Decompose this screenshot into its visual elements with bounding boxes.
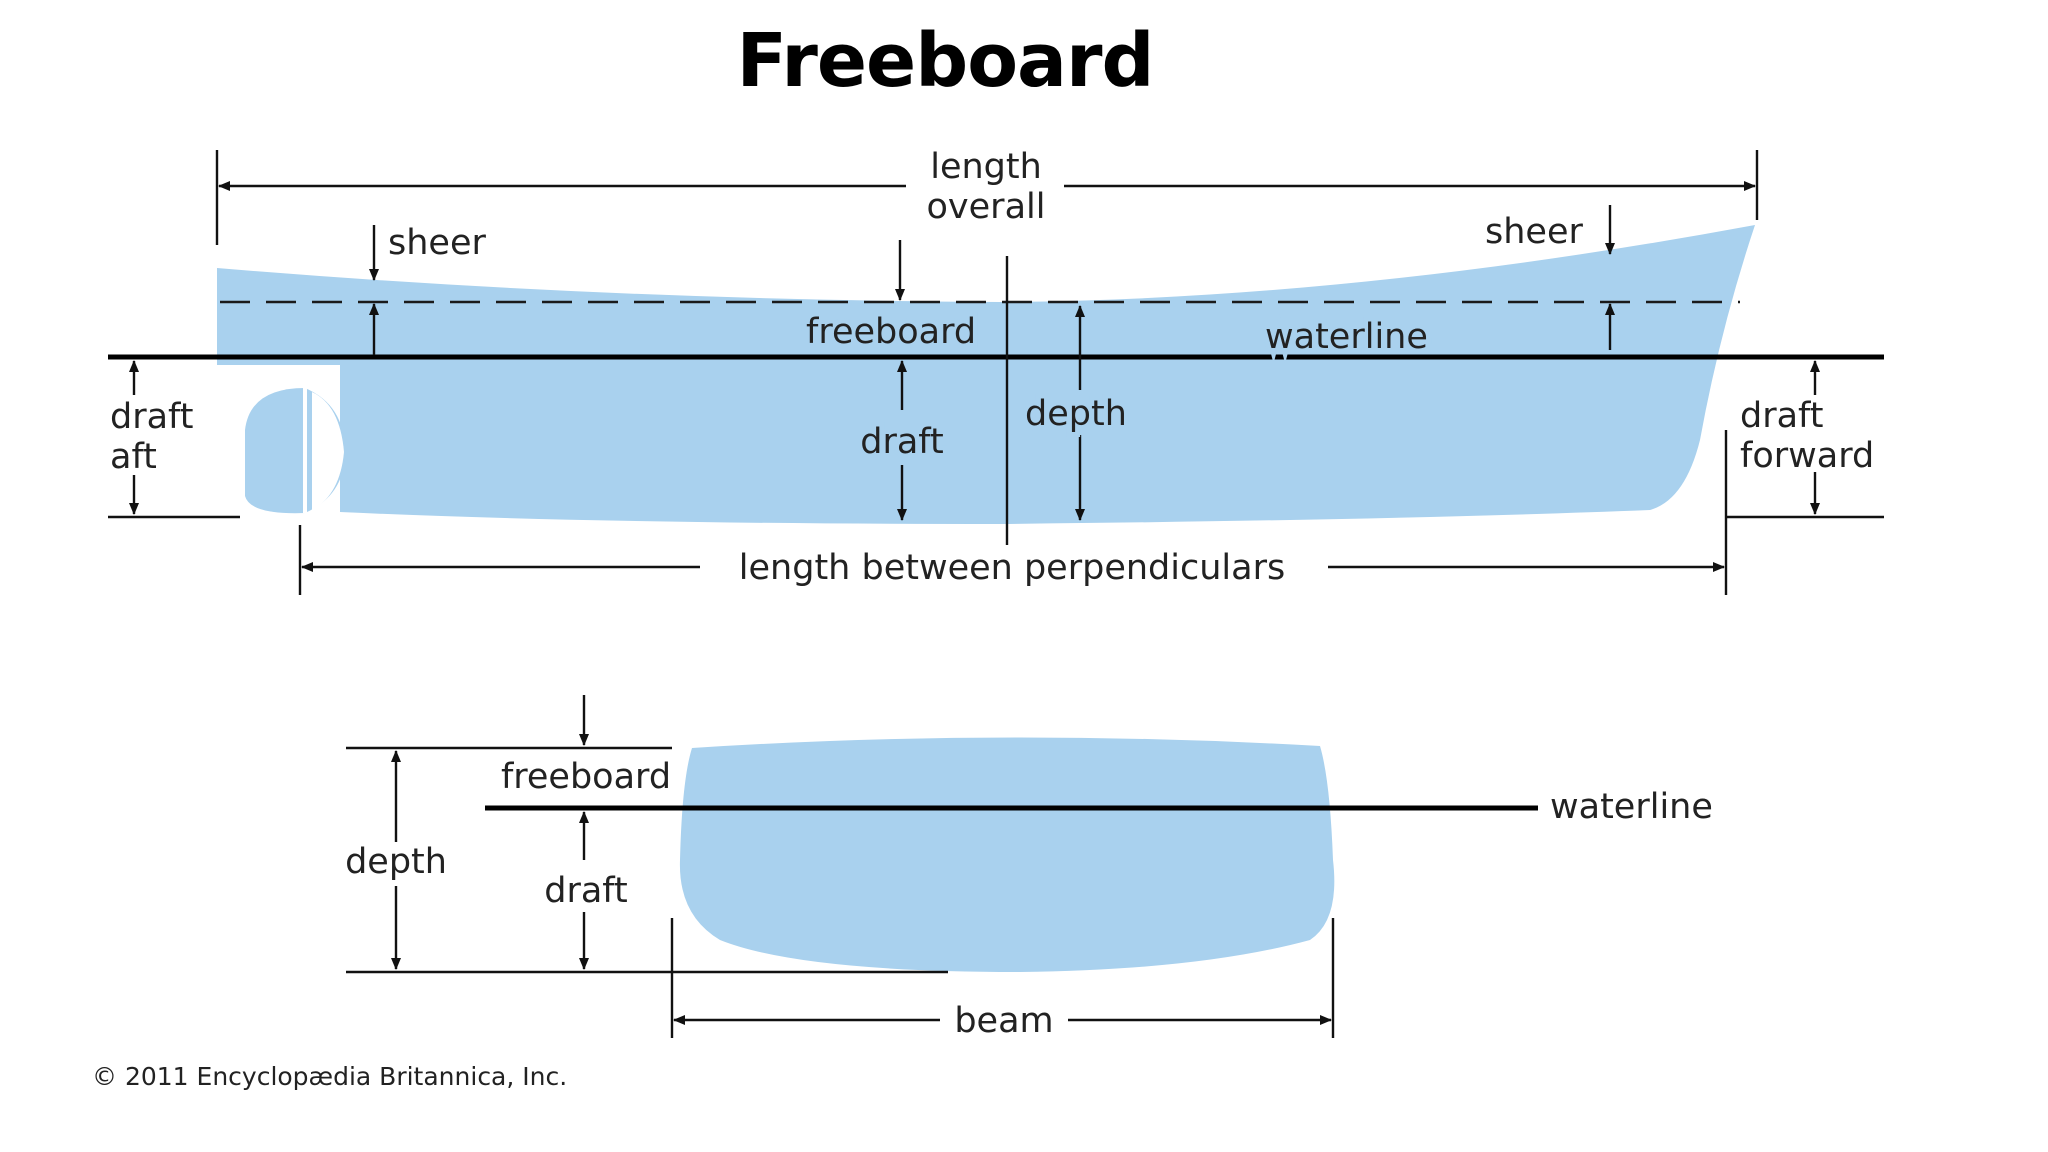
slide-title: Freeboard <box>736 18 1155 104</box>
sheer-forward-label: sheer <box>1485 212 1583 252</box>
lbp-label: length between perpendiculars <box>739 548 1285 588</box>
side-depth-label: depth <box>1025 394 1127 434</box>
side-waterline-label: waterline <box>1265 317 1428 357</box>
section-freeboard-label: freeboard <box>501 757 671 797</box>
loa-label-line2: overall <box>927 187 1046 227</box>
side-freeboard-label: freeboard <box>806 312 976 352</box>
draft-aft-label-line1: draft <box>110 397 193 437</box>
draft-forward-label-line1: draft <box>1740 396 1823 436</box>
beam-label: beam <box>954 1001 1053 1041</box>
side-draft-label: draft <box>860 422 943 462</box>
rudder-gap-fill <box>312 392 344 510</box>
sheer-aft-label: sheer <box>388 223 486 263</box>
side-hull <box>217 225 1755 524</box>
section-depth-label: depth <box>345 842 447 882</box>
copyright-credit: © 2011 Encyclopædia Britannica, Inc. <box>92 1062 567 1091</box>
section-draft-label: draft <box>544 871 627 911</box>
draft-aft-label-line2: aft <box>110 437 157 477</box>
section-waterline-label: waterline <box>1550 787 1713 827</box>
draft-forward-label-line2: forward <box>1740 436 1874 476</box>
section-hull <box>679 737 1335 972</box>
loa-label-line1: length <box>930 147 1042 187</box>
side-view: length overall sheer sheer freeboard dra… <box>108 147 1884 595</box>
section-view: waterline freeboard draft depth beam <box>345 695 1713 1041</box>
